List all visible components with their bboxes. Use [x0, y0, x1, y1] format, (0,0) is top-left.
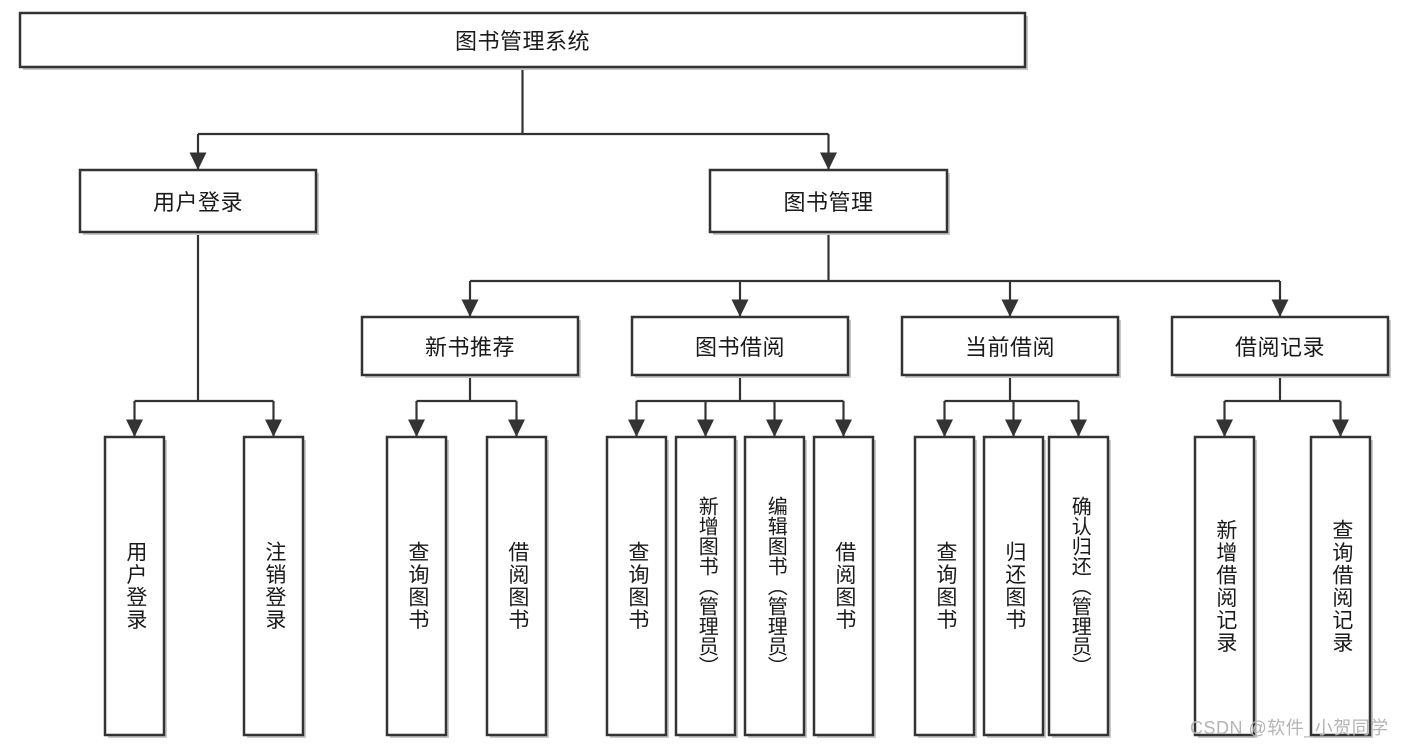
node-box-l-user-login[interactable] — [103, 435, 166, 737]
node-box-n-borrow[interactable] — [630, 315, 850, 377]
node-box-n-user-login[interactable] — [78, 168, 318, 234]
node-box-l-cb-confirm[interactable] — [1047, 435, 1110, 737]
node-box-l-bb-query[interactable] — [605, 435, 668, 737]
node-box-n-current[interactable] — [900, 315, 1120, 377]
node-box-l-rec-query[interactable] — [1309, 435, 1372, 737]
csdn-watermark: CSDN @软件_小贺同学 — [1190, 718, 1389, 738]
node-layer — [18, 11, 1391, 738]
edge-layer — [125, 67, 1350, 437]
node-box-n-book-mgmt[interactable] — [708, 168, 949, 234]
node-box-l-cb-return[interactable] — [982, 435, 1045, 737]
node-box-l-bb-edit[interactable] — [743, 435, 806, 737]
node-box-l-cb-query[interactable] — [913, 435, 976, 737]
node-box-l-bb-borrow[interactable] — [812, 435, 875, 737]
node-box-n-record[interactable] — [1170, 315, 1390, 377]
node-box-root[interactable] — [18, 11, 1027, 69]
node-box-l-user-logout[interactable] — [242, 435, 305, 737]
node-box-l-nb-query[interactable] — [385, 435, 448, 737]
node-box-l-bb-add[interactable] — [674, 435, 737, 737]
node-box-l-nb-borrow[interactable] — [485, 435, 548, 737]
node-box-l-rec-add[interactable] — [1193, 435, 1256, 737]
node-box-n-new-book[interactable] — [360, 315, 580, 377]
